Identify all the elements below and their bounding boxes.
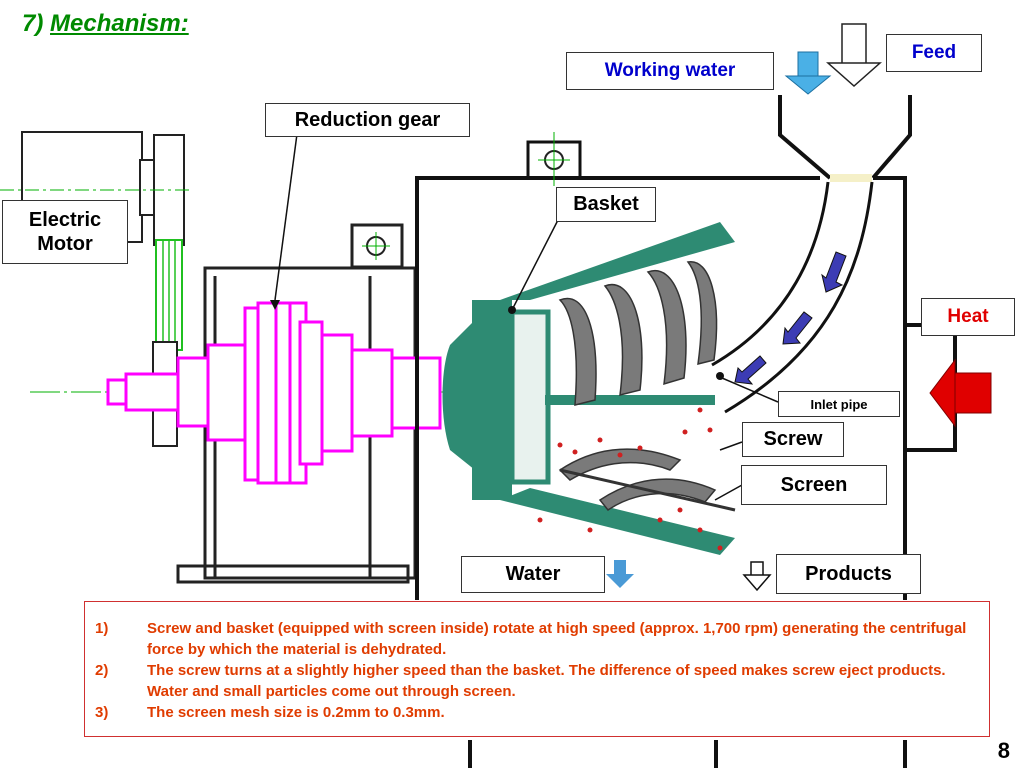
drive-belt: [155, 239, 183, 351]
water-out-arrow-icon: [606, 560, 634, 588]
note-number: 1): [95, 620, 109, 637]
water-label: Water: [461, 556, 605, 593]
basket-point: [508, 306, 516, 314]
note-text: The screen mesh size is 0.2mm to 0.3mm.: [147, 704, 445, 721]
note-item-3: 3) The screen mesh size is 0.2mm to 0.3m…: [95, 702, 981, 723]
basket-label: Basket: [556, 187, 656, 222]
page-number: 8: [997, 738, 1010, 763]
reduction-gear-label: Reduction gear: [265, 103, 470, 137]
heat-label: Heat: [921, 298, 1015, 336]
feed-arrow-icon: [826, 23, 882, 88]
working-water-label: Working water: [566, 52, 774, 90]
note-text: The screw turns at a slightly higher spe…: [147, 662, 946, 700]
note-number: 2): [95, 662, 109, 679]
title-number: 7): [22, 10, 44, 37]
electric-motor-label: Electric Motor: [2, 200, 128, 264]
note-item-1: 1) Screw and basket (equipped with scree…: [95, 618, 981, 660]
flow-arrow-icon: [734, 251, 847, 385]
screw-label: Screw: [742, 422, 844, 457]
title-text: Mechanism:: [50, 10, 189, 37]
working-water-arrow-icon: [784, 51, 832, 95]
heat-arrow-icon: [929, 358, 992, 428]
products-label: Products: [776, 554, 921, 594]
inlet-pipe: [711, 181, 874, 414]
screen-label: Screen: [741, 465, 887, 505]
note-number: 3): [95, 704, 109, 721]
screen-line: [559, 468, 736, 512]
products-out-arrow-icon: [742, 561, 772, 592]
feed-hopper: [778, 95, 912, 180]
basket: [442, 222, 735, 555]
feed-label: Feed: [886, 34, 982, 72]
material-dots: [537, 407, 723, 551]
screw: [558, 261, 718, 512]
note-text: Screw and basket (equipped with screen i…: [147, 620, 967, 658]
feed-opening: [830, 174, 872, 182]
page-title: 7) Mechanism:: [22, 10, 189, 38]
note-item-2: 2) The screw turns at a slightly higher …: [95, 660, 981, 702]
notes-box: 1) Screw and basket (equipped with scree…: [84, 601, 990, 737]
inlet-pipe-label: Inlet pipe: [778, 391, 900, 417]
reduction-gear: [106, 301, 442, 485]
leader-lines: [274, 133, 779, 501]
